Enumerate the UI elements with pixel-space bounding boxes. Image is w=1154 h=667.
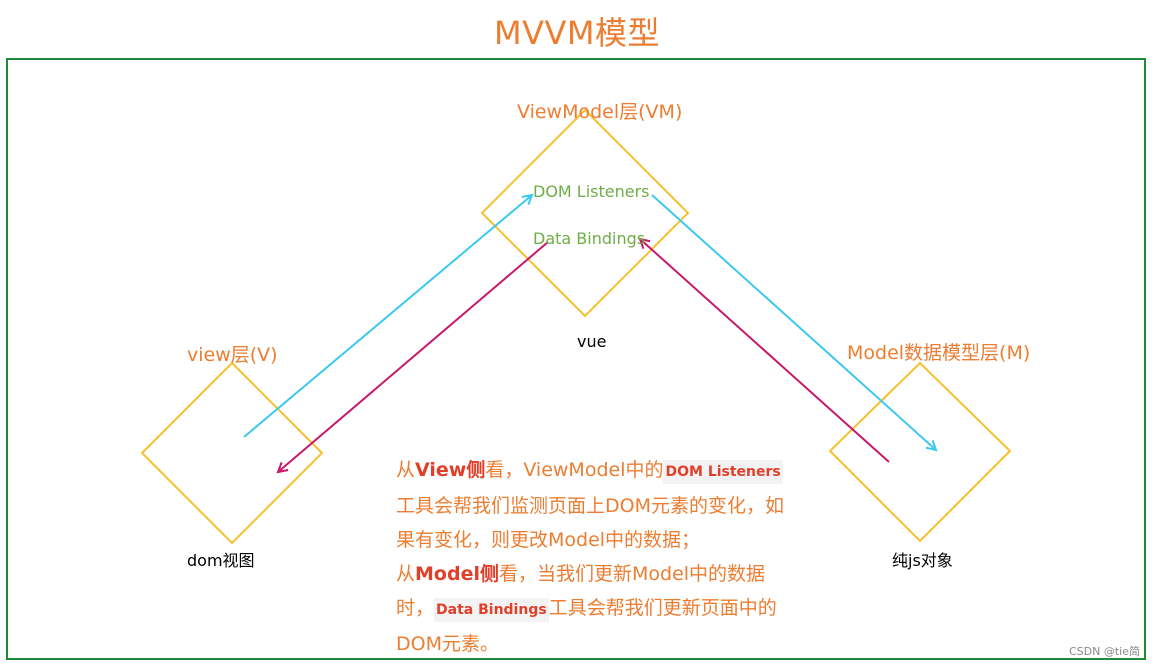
model-layer-label: Model数据模型层(M) [847,342,1031,364]
data-bindings-arrow-model-to-vm [640,239,890,463]
desc-p1-mid: 看，ViewModel中的 [485,459,664,481]
viewmodel-layer-label: ViewModel层(VM) [517,101,683,123]
dom-listeners-arrow-vm-to-model [651,194,936,450]
watermark: CSDN @tie简 [1069,645,1140,658]
model-diamond [828,361,1012,543]
desc-p1-rest: 工具会帮我们监测页面上DOM元素的变化，如果有变化，则更改Model中的数据； [396,495,784,551]
view-layer-label: view层(V) [187,344,278,366]
data-bindings-label: Data Bindings [533,229,646,248]
viewmodel-diamond [480,108,690,318]
data-bindings-arrow-vm-to-view [278,241,549,472]
diagram-frame [6,58,1146,660]
dom-listeners-arrow-view-to-vm [243,195,532,438]
desc-p2-mid: 看，当我们更新Model中的数据时， [396,563,766,619]
desc-model-side: Model侧 [415,563,499,585]
desc-view-side: View侧 [415,459,486,481]
dom-listeners-label: DOM Listeners [533,182,650,201]
desc-p2-prefix: 从 [396,563,416,585]
view-diamond [140,361,324,545]
desc-p1-prefix: 从 [396,459,416,481]
model-caption: 纯js对象 [892,551,953,570]
vue-caption: vue [577,332,607,351]
desc-dom-listeners: DOM Listeners [663,460,783,484]
diagram-title: MVVM模型 [493,14,660,52]
desc-p2-rest: 工具会帮我们更新页面中的DOM元素。 [396,597,777,655]
desc-data-bindings: Data Bindings [434,598,549,622]
dom-view-caption: dom视图 [187,551,255,570]
